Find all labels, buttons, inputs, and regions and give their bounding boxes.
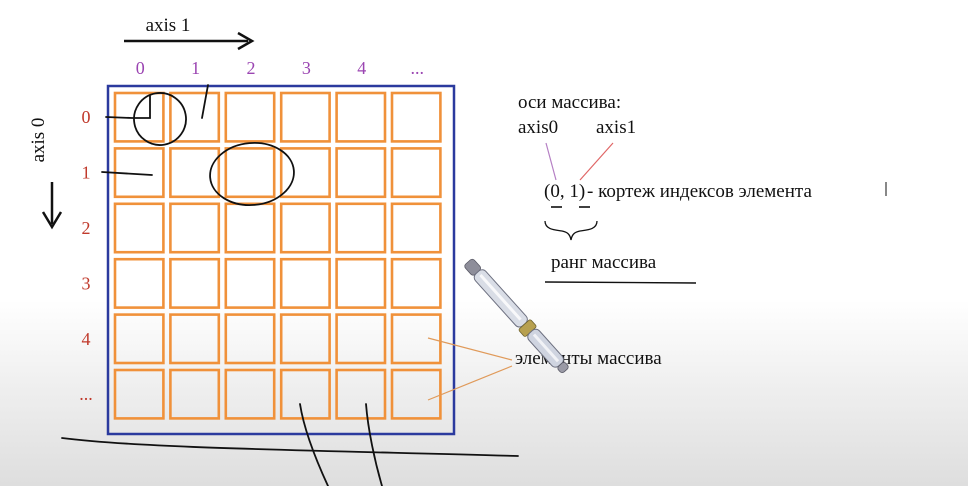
array-cell-3-5 [390, 257, 442, 309]
axis1-title: axis 1 [146, 15, 191, 36]
rank-underline [544, 281, 697, 284]
rank-label: ранг массива [551, 252, 657, 273]
array-cell-2-4 [335, 202, 387, 254]
column-index-label: 3 [302, 58, 311, 78]
axis0-title: axis 0 [28, 118, 49, 163]
pointer-line-row1 [101, 171, 153, 176]
row-index-label: 2 [82, 218, 91, 238]
pen-icon [464, 258, 569, 374]
column-index-label: 1 [191, 58, 200, 78]
array-frame [106, 84, 456, 436]
column-index-label: 2 [247, 58, 256, 78]
handwritten-marks [61, 84, 519, 487]
array-cell-2-1 [169, 202, 221, 254]
array-cell-3-2 [224, 257, 276, 309]
axis0-name: axis0 [518, 117, 558, 138]
row-index-labels: 0 1 2 3 4... [79, 107, 93, 404]
array-cell-1-5 [390, 147, 442, 199]
pointer-line-row0 [105, 95, 151, 119]
array-cell-5-4 [335, 368, 387, 420]
array-cell-5-0 [113, 368, 165, 420]
curly-brace [544, 220, 598, 241]
array-cell-0-4 [335, 91, 387, 143]
array-cell-2-0 [113, 202, 165, 254]
elements-pointers [427, 337, 513, 401]
array-cell-4-0 [113, 313, 165, 365]
array-cell-2-3 [279, 202, 331, 254]
array-cell-4-4 [335, 313, 387, 365]
array-cell-2-2 [224, 202, 276, 254]
index-tuple: (0, 1) [544, 181, 585, 202]
array-cell-4-2 [224, 313, 276, 365]
array-cell-5-3 [279, 368, 331, 420]
axis0-arrow [41, 182, 63, 230]
bottom-stroke-right [365, 403, 383, 487]
row-index-label: 0 [82, 107, 91, 127]
axis1-name: axis1 [596, 117, 636, 138]
array-cell-0-2 [224, 91, 276, 143]
column-index-label: 0 [136, 58, 145, 78]
tuple-description: - кортеж индексов элемента [587, 181, 812, 202]
array-cell-1-2 [224, 147, 276, 199]
array-cell-4-3 [279, 313, 331, 365]
array-cell-1-3 [279, 147, 331, 199]
row-index-label: 3 [82, 273, 91, 293]
bottom-stroke-left [299, 403, 329, 487]
axis1-arrow [124, 31, 255, 51]
array-cell-5-5 [390, 368, 442, 420]
array-cell-0-3 [279, 91, 331, 143]
array-cell-4-1 [169, 313, 221, 365]
row-index-label: 1 [82, 163, 91, 183]
axes-heading: оси массива: [518, 92, 621, 113]
array-cell-3-3 [279, 257, 331, 309]
array-cell-1-4 [335, 147, 387, 199]
circle-cell-0-0 [133, 92, 187, 146]
array-cell-3-4 [335, 257, 387, 309]
circle-cell-1-1 [209, 142, 295, 206]
array-cell-4-5 [390, 313, 442, 365]
array-cell-2-5 [390, 202, 442, 254]
row-index-label: 4 [82, 329, 91, 349]
column-index-label: ... [410, 58, 424, 78]
bottom-curve [61, 437, 519, 457]
elements-label: элементы массива [515, 348, 662, 369]
axis1-pointer [579, 142, 614, 181]
array-cell-0-5 [390, 91, 442, 143]
row-index-label: ... [79, 384, 93, 404]
array-cells [113, 91, 442, 420]
array-cell-3-1 [169, 257, 221, 309]
array-cell-0-1 [169, 91, 221, 143]
column-index-label: 4 [357, 58, 366, 78]
axis0-pointer [545, 142, 557, 181]
column-index-labels: 0 1 2 3 4... [136, 58, 424, 78]
array-cell-5-1 [169, 368, 221, 420]
array-cell-3-0 [113, 257, 165, 309]
array-cell-1-1 [169, 147, 221, 199]
pointer-line-col1 [201, 84, 209, 119]
array-cell-5-2 [224, 368, 276, 420]
